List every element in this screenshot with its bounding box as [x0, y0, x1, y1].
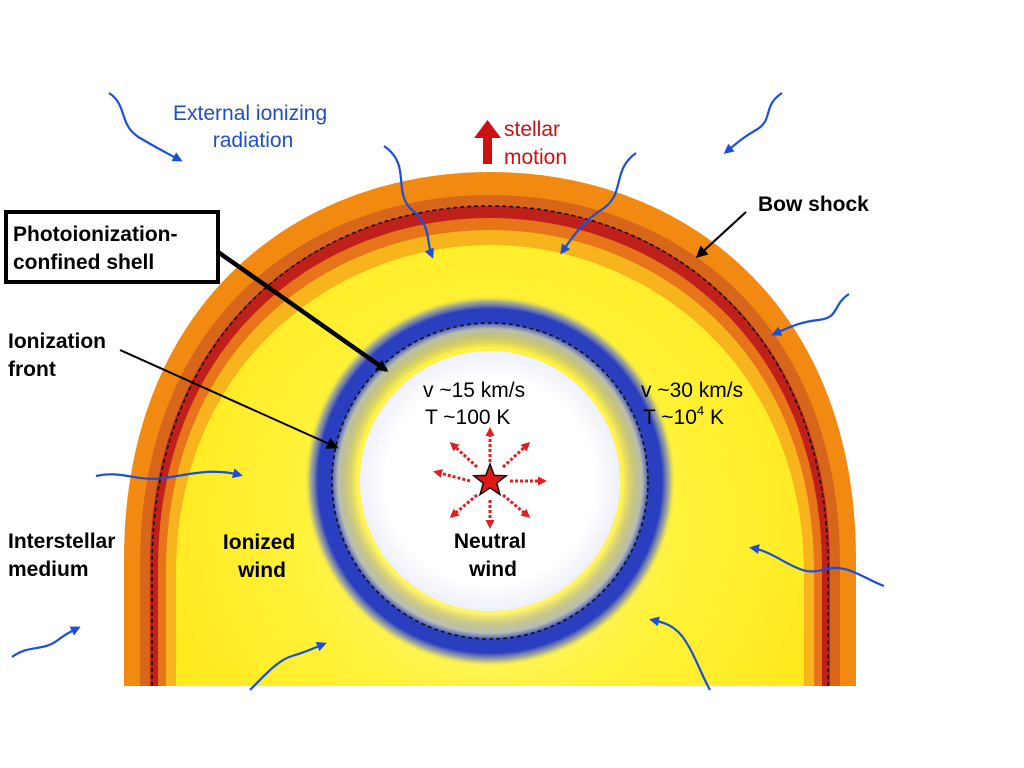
- bow-shock-pointer: [695, 211, 747, 259]
- wavy-arrow-icon: [108, 92, 183, 162]
- wavy-arrow-icon: [383, 145, 434, 259]
- inner-velocity-label: v ~15 km/s: [423, 379, 525, 402]
- wavy-arrow-icon: [11, 626, 81, 658]
- ionized-wind-label: Ionized wind: [223, 531, 301, 582]
- photoionization-shell-label: Photoionization- confined shell: [13, 223, 183, 274]
- ionization-front-pointer: [119, 349, 339, 449]
- outer-temperature-label: T ~104 K: [643, 403, 724, 429]
- wavy-arrow-icon: [649, 616, 711, 691]
- bow-shock-line: [151, 205, 829, 686]
- photoionization-shell-pointer: [216, 250, 389, 372]
- wavy-arrow-icon: [249, 641, 327, 691]
- neutral-wind-label: Neutral wind: [454, 530, 532, 581]
- wavy-arrow-icon: [723, 92, 783, 154]
- bow-shock-label: Bow shock: [758, 193, 869, 216]
- outer-velocity-label: v ~30 km/s: [641, 379, 743, 402]
- photoionization-shell-box: [4, 210, 220, 284]
- wavy-arrow-icon: [771, 293, 850, 336]
- interstellar-medium-label: Interstellar medium: [8, 530, 121, 581]
- outer-temperature-exponent: 4: [697, 403, 704, 418]
- external-radiation-label: External ionizing radiation: [173, 102, 333, 152]
- outer-temperature-base: T ~10: [643, 406, 697, 429]
- stellar-motion-label: stellar motion: [504, 118, 567, 169]
- up-arrow-icon: [474, 120, 501, 164]
- star-icon: [471, 461, 509, 497]
- stellar-wind-arrows: [433, 427, 547, 529]
- outer-temperature-unit: K: [704, 406, 724, 429]
- inner-temperature-label: T ~100 K: [425, 406, 510, 429]
- wavy-arrow-icon: [560, 152, 637, 255]
- ionization-front-label: Ionization front: [8, 330, 112, 381]
- radiation-arrows: [11, 92, 885, 691]
- wavy-arrow-icon: [749, 544, 885, 588]
- ionization-front-line: [331, 322, 649, 640]
- wavy-arrow-icon: [95, 468, 243, 480]
